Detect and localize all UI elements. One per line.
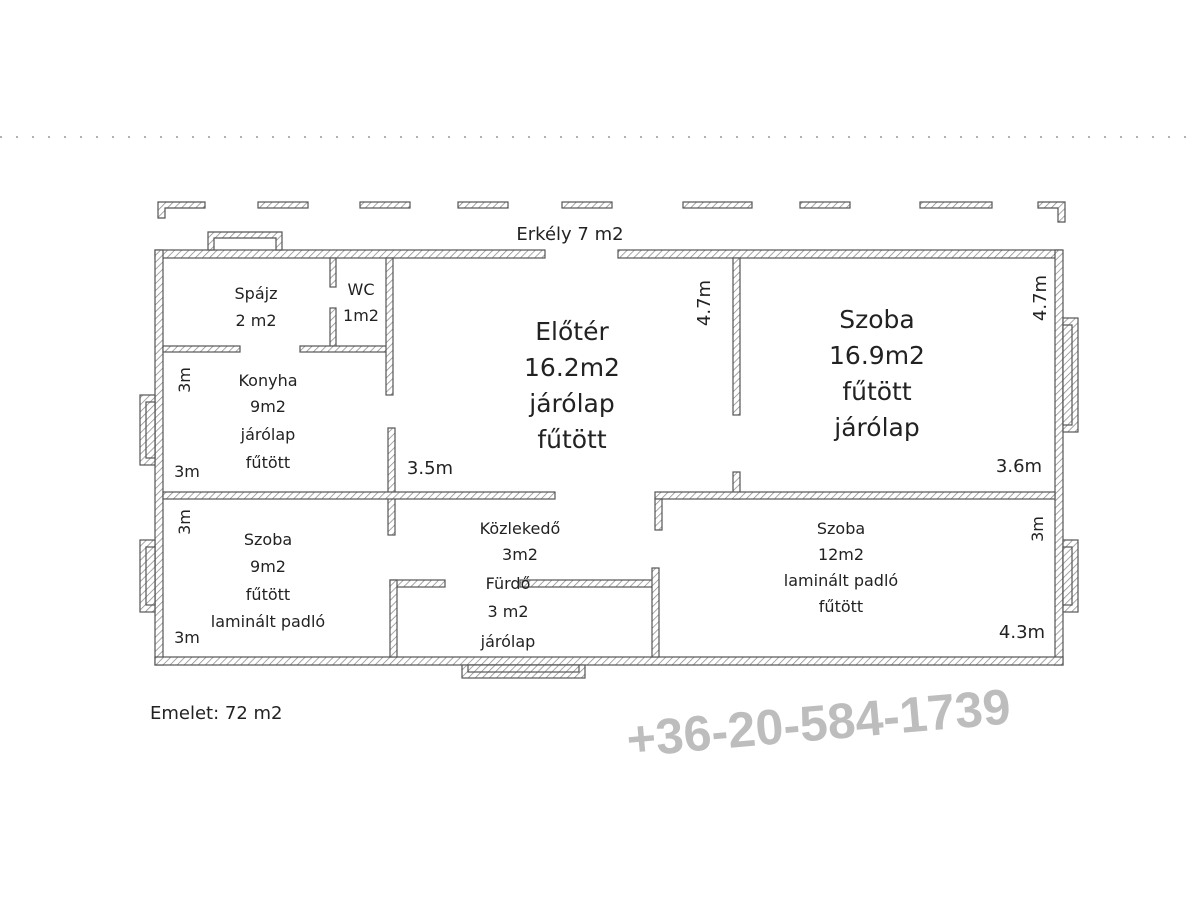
svg-text:Fürdő: Fürdő — [486, 574, 531, 593]
dimension-labels: 4.7m 4.7m 3.6m 3m 3m 3.5m 3m 3m 3m 4.3m — [174, 275, 1051, 647]
svg-text:laminált padló: laminált padló — [784, 571, 898, 590]
svg-text:járólap: járólap — [528, 389, 614, 418]
svg-text:Konyha: Konyha — [238, 371, 297, 390]
room-szoba-1: Szoba 16.9m2 fűtött járólap — [829, 305, 925, 442]
room-spajz: Spájz 2 m2 — [235, 284, 278, 330]
room-wc: WC 1m2 — [343, 280, 379, 325]
svg-text:9m2: 9m2 — [250, 397, 286, 416]
windows — [139, 231, 1079, 679]
svg-text:3m: 3m — [174, 628, 200, 647]
svg-text:2 m2: 2 m2 — [235, 311, 276, 330]
svg-text:12m2: 12m2 — [818, 545, 864, 564]
svg-text:laminált padló: laminált padló — [211, 612, 325, 631]
svg-text:járólap: járólap — [240, 425, 296, 444]
svg-text:Előtér: Előtér — [535, 317, 609, 346]
svg-text:16.2m2: 16.2m2 — [524, 353, 620, 382]
svg-text:fűtött: fűtött — [842, 377, 912, 406]
svg-text:Szoba: Szoba — [244, 530, 292, 549]
svg-text:3m2: 3m2 — [502, 545, 538, 564]
svg-text:fűtött: fűtött — [819, 597, 863, 616]
room-eloter: Előtér 16.2m2 járólap fűtött — [524, 317, 620, 454]
svg-text:járólap: járólap — [833, 413, 919, 442]
room-konyha: Konyha 9m2 járólap fűtött — [238, 371, 297, 472]
svg-text:3m: 3m — [175, 367, 194, 393]
svg-text:9m2: 9m2 — [250, 557, 286, 576]
svg-text:3.5m: 3.5m — [407, 458, 453, 479]
svg-text:3m: 3m — [175, 509, 194, 535]
svg-text:4.3m: 4.3m — [999, 622, 1045, 643]
svg-text:Spájz: Spájz — [235, 284, 278, 303]
svg-text:3m: 3m — [174, 462, 200, 481]
svg-text:Szoba: Szoba — [839, 305, 914, 334]
svg-text:16.9m2: 16.9m2 — [829, 341, 925, 370]
svg-text:WC: WC — [348, 280, 375, 299]
svg-text:fűtött: fűtött — [537, 425, 607, 454]
room-szoba-3: Szoba 12m2 laminált padló fűtött — [784, 519, 898, 616]
balcony-label: Erkély 7 m2 — [516, 224, 623, 245]
room-kozlekedo: Közlekedő 3m2 — [480, 519, 561, 564]
svg-text:Szoba: Szoba — [817, 519, 865, 538]
svg-text:4.7m: 4.7m — [1030, 275, 1051, 321]
svg-text:fűtött: fűtött — [246, 453, 290, 472]
svg-text:3.6m: 3.6m — [996, 456, 1042, 477]
svg-text:Közlekedő: Közlekedő — [480, 519, 561, 538]
svg-text:3 m2: 3 m2 — [487, 602, 528, 621]
room-furdo: Fürdő 3 m2 járólap — [480, 574, 536, 651]
walls — [154, 249, 1064, 666]
phone-watermark: +36-20-584-1739 — [624, 678, 1012, 767]
balcony-railing — [157, 201, 1066, 223]
floor-area-total: Emelet: 72 m2 — [150, 703, 283, 724]
svg-text:fűtött: fűtött — [246, 585, 290, 604]
svg-text:1m2: 1m2 — [343, 306, 379, 325]
svg-text:4.7m: 4.7m — [694, 280, 715, 326]
room-szoba-2: Szoba 9m2 fűtött laminált padló — [211, 530, 325, 631]
svg-text:3m: 3m — [1028, 516, 1047, 542]
svg-text:járólap: járólap — [480, 632, 536, 651]
